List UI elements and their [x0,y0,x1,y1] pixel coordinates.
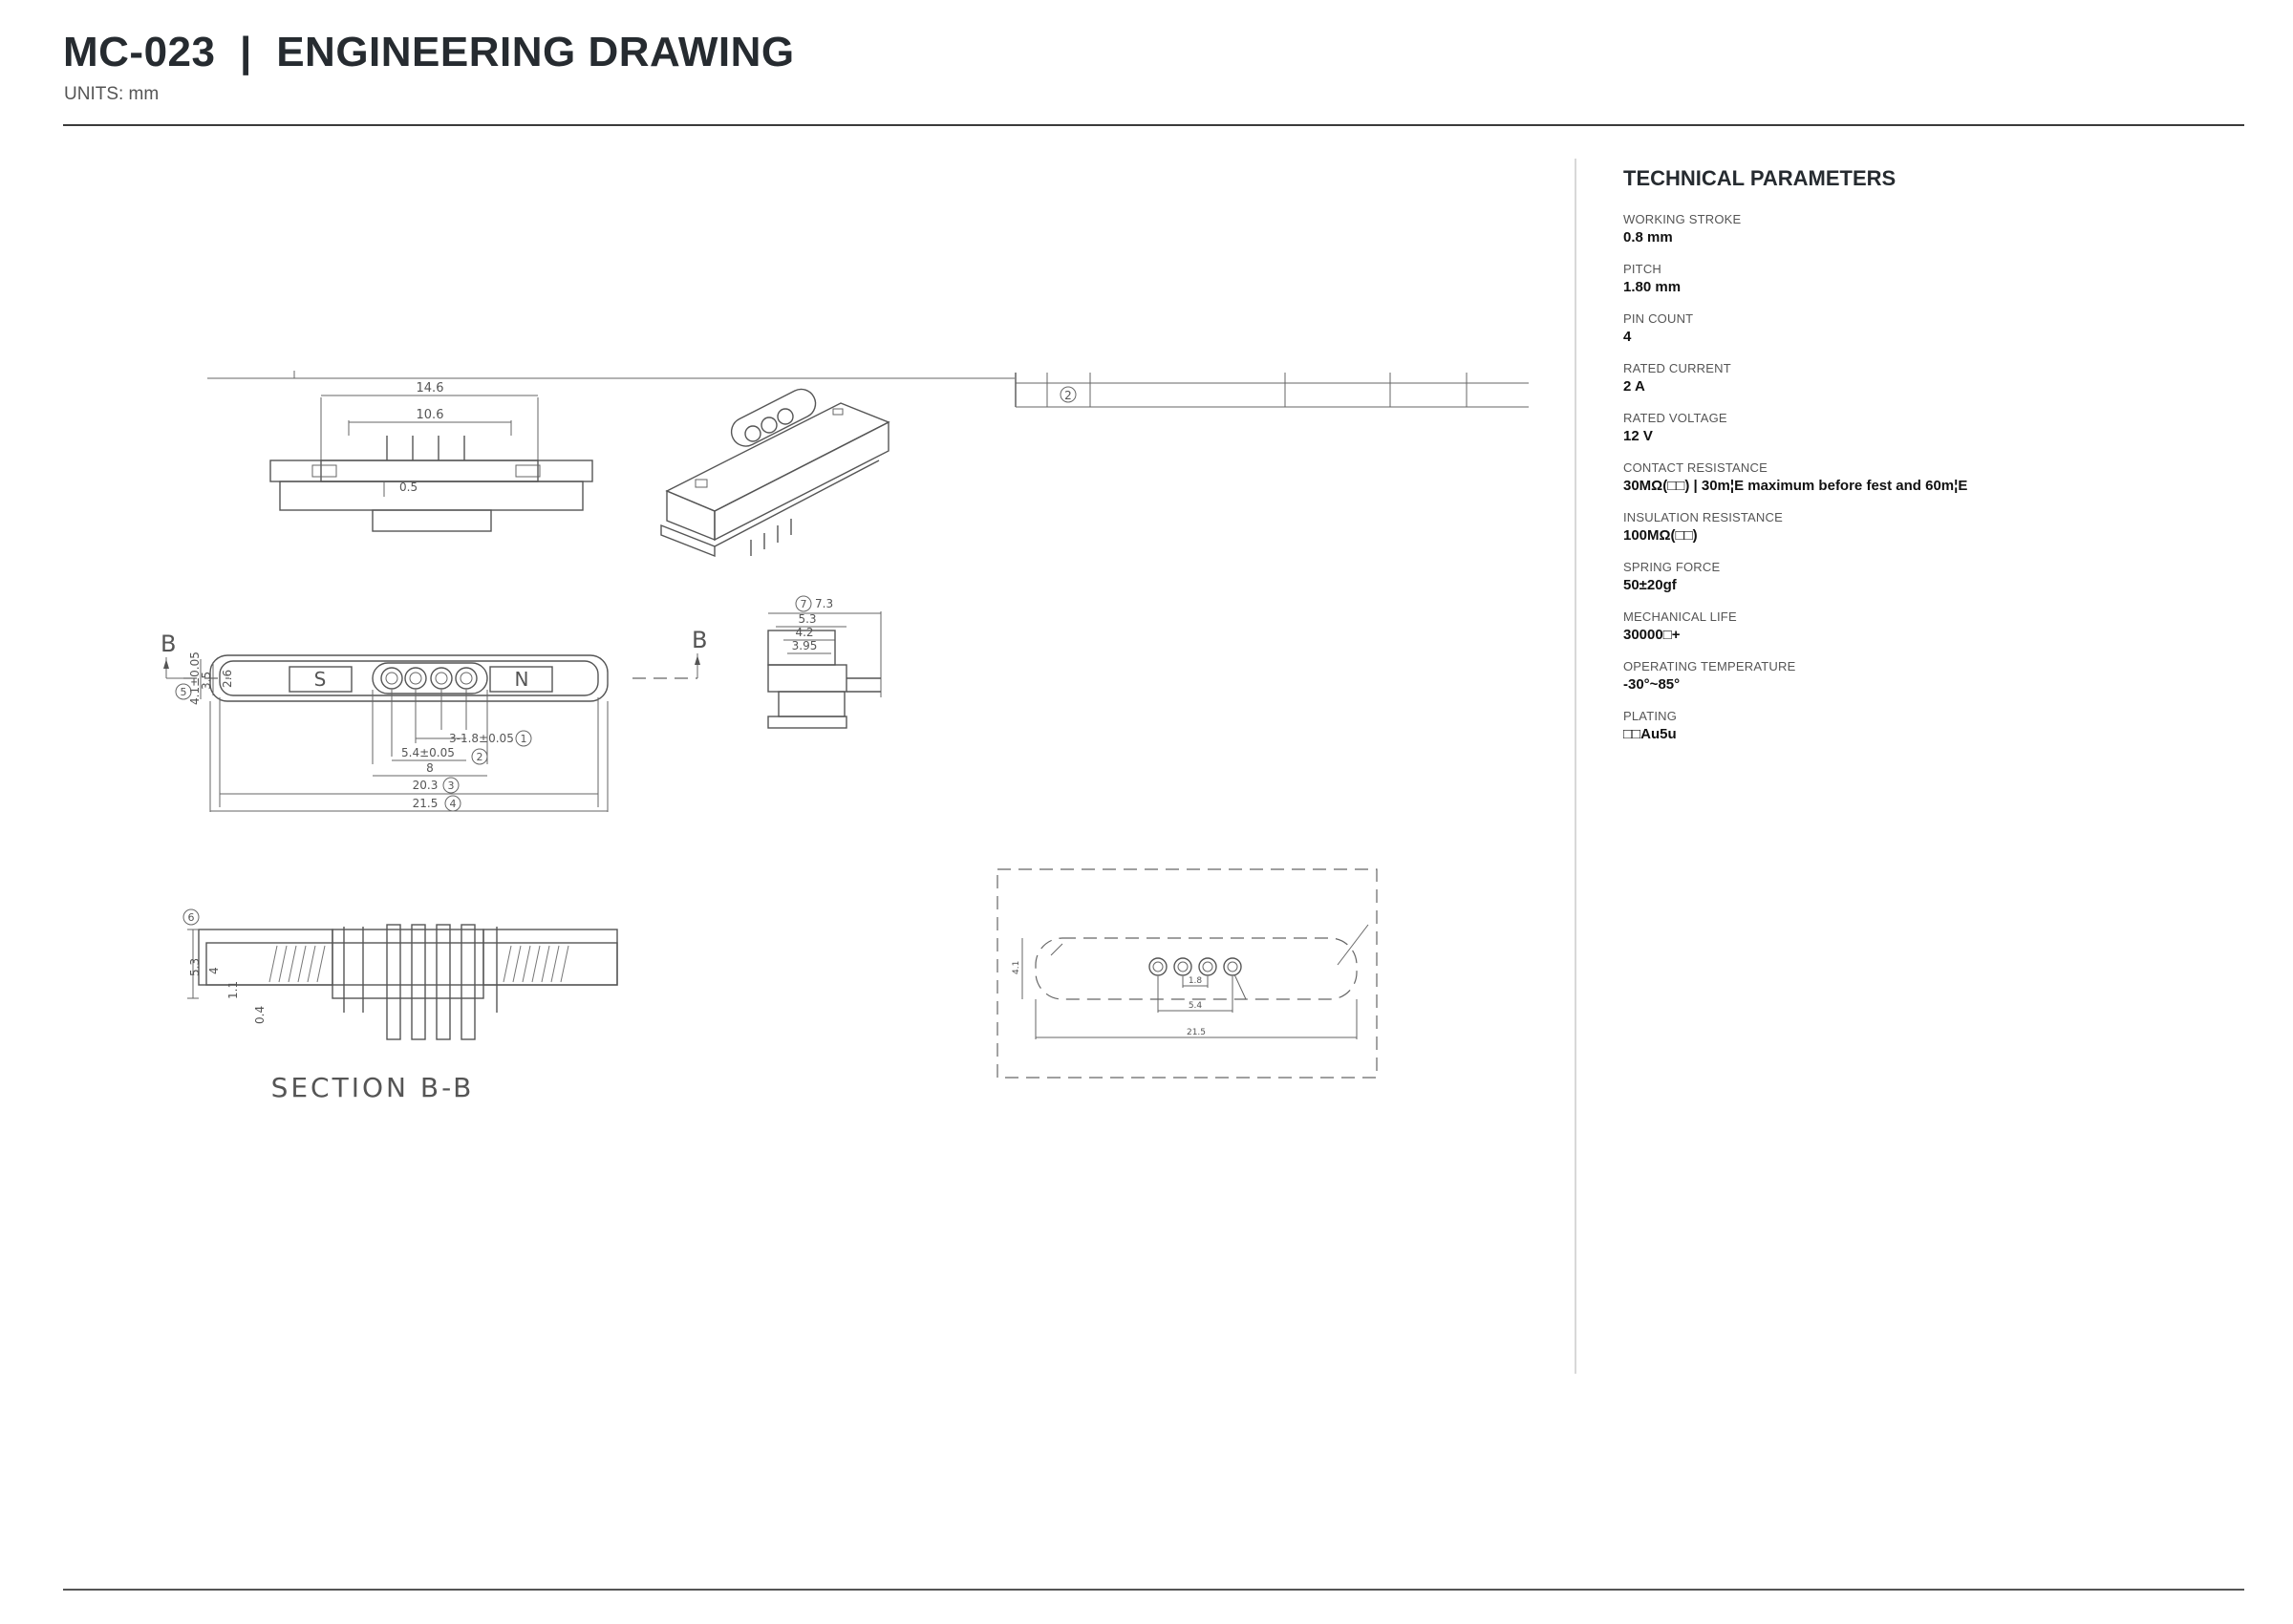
section-caption: SECTION B-B [271,1072,475,1103]
param-label: RATED CURRENT [1623,361,1731,375]
param-rated-current: RATED CURRENT 2 A [1623,361,2235,395]
param-label: WORKING STROKE [1623,212,1742,226]
top-dim-overall: 14.6 [417,381,444,395]
top-view: 14.6 10.6 0.5 [269,381,593,532]
param-value: 4 [1623,329,1632,345]
param-value: 50±20gf [1623,577,1677,593]
front-dim-span1: 5.4±0.05 [401,746,455,759]
title-block-fragment: 2 [207,371,1529,408]
param-label: SPRING FORCE [1623,560,1721,574]
callout-5: 5 [181,686,187,698]
param-spring-force: SPRING FORCE 50±20gf [1623,560,2235,593]
callout-2: 2 [477,751,483,763]
section-mark-left: B [161,630,176,657]
section-mark-right: B [692,627,707,653]
param-label: CONTACT RESISTANCE [1623,460,1768,475]
side-dim-4: 3.95 [792,639,818,652]
param-label: PITCH [1623,262,1661,276]
label-s: S [314,668,327,691]
param-value: 1.80 mm [1623,279,1682,295]
section-view: 6 5.3 4 1.1 0.4 SECTION B-B [182,908,618,1103]
title-block-callout: 2 [1064,389,1072,402]
isometric-view [660,388,890,558]
side-dim-3: 4.2 [795,626,813,639]
param-value: 30MΩ(□□) | 30m¦E maximum before fest and… [1623,478,1968,494]
param-insulation-resistance: INSULATION RESISTANCE 100MΩ(□□) [1623,510,2235,544]
units-label: UNITS: mm [64,84,160,104]
footprint-dim-span: 5.4 [1189,1001,1203,1011]
front-dim-pitch: 3-1.8±0.05 [449,732,514,745]
param-operating-temperature: OPERATING TEMPERATURE -30°~85° [1623,659,2235,693]
param-contact-resistance: CONTACT RESISTANCE 30MΩ(□□) | 30m¦E maxi… [1623,460,2235,494]
header-rule [63,124,2244,126]
top-dim-pins: 10.6 [417,408,444,422]
param-label: PLATING [1623,709,1678,723]
param-label: MECHANICAL LIFE [1623,609,1737,624]
footer-rule [63,1589,2244,1591]
front-view: B B S N 4.1±0.05 3.5 2.6 5 3-1.8±0. [161,627,707,812]
param-label: RATED VOLTAGE [1623,411,1727,425]
param-plating: PLATING □□Au5u [1623,709,2235,742]
param-mechanical-life: MECHANICAL LIFE 30000□+ [1623,609,2235,643]
engineering-drawing: 2 14.6 10.6 0.5 [161,371,1529,1103]
param-value: □□Au5u [1623,726,1677,742]
param-pitch: PITCH 1.80 mm [1623,262,2235,295]
front-dim-span4: 21.5 [413,797,439,810]
page-title: MC-023 | ENGINEERING DRAWING [63,29,795,75]
side-dim-1: 7.3 [815,597,833,610]
parameters-panel: TECHNICAL PARAMETERS WORKING STROKE 0.8 … [1623,166,2235,759]
param-value: 2 A [1623,378,1645,395]
section-dim-3: 1.1 [226,981,240,999]
section-dim-2: 4 [207,967,221,974]
section-dim-4: 0.4 [253,1006,267,1024]
footprint-view: 1.8 5.4 21.5 4.1 [996,868,1378,1079]
front-dim-h2: 3.5 [200,672,213,690]
front-dim-h1: 4.1±0.05 [188,652,202,705]
callout-6: 6 [188,911,195,924]
section-dim-1: 5.3 [188,958,202,976]
front-dim-span3: 20.3 [413,779,439,792]
param-label: INSULATION RESISTANCE [1623,510,1783,524]
label-n: N [515,668,529,691]
param-pin-count: PIN COUNT 4 [1623,311,2235,345]
footprint-dim-pitch: 1.8 [1189,976,1203,986]
param-label: OPERATING TEMPERATURE [1623,659,1796,673]
callout-7: 7 [801,598,807,610]
callout-4: 4 [450,798,457,810]
param-label: PIN COUNT [1623,311,1694,326]
parameters-heading: TECHNICAL PARAMETERS [1623,166,1897,190]
footprint-dim-height: 4.1 [1012,961,1021,974]
footprint-dim-total: 21.5 [1187,1028,1206,1037]
param-value: 0.8 mm [1623,229,1673,246]
param-working-stroke: WORKING STROKE 0.8 mm [1623,212,2235,246]
param-value: 30000□+ [1623,627,1681,643]
param-rated-voltage: RATED VOLTAGE 12 V [1623,411,2235,444]
front-dim-h3: 2.6 [221,670,234,688]
front-dim-span2: 8 [426,761,434,775]
param-value: 100MΩ(□□) [1623,527,1698,544]
param-value: -30°~85° [1623,676,1681,693]
side-dim-2: 5.3 [798,612,816,626]
callout-1: 1 [521,733,527,745]
column-divider [1575,159,1576,1374]
param-value: 12 V [1623,428,1653,444]
top-dim-pin: 0.5 [399,481,418,494]
side-view: 7 7.3 5.3 4.2 3.95 [767,595,882,729]
callout-3: 3 [448,780,455,792]
